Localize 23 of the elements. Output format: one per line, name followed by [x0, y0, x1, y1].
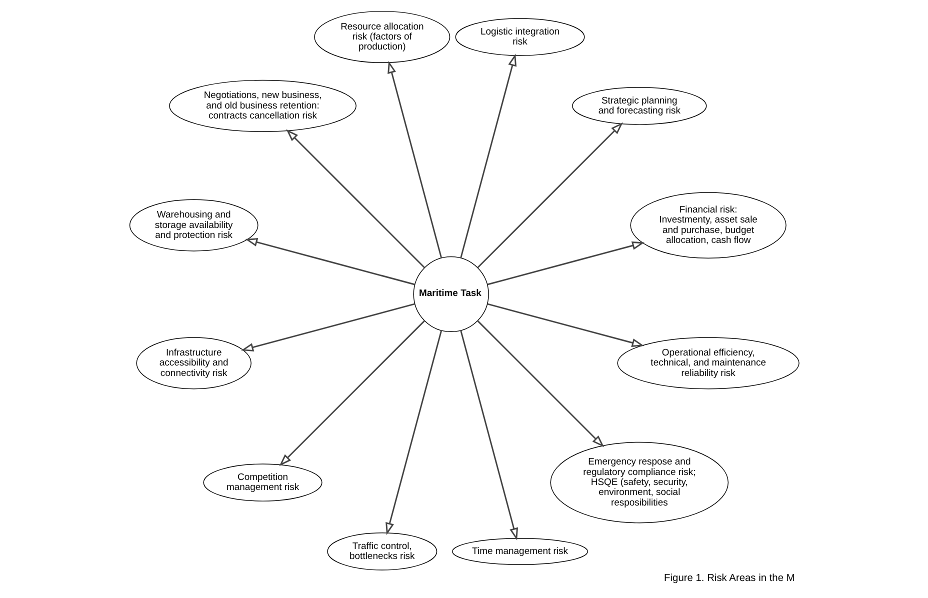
node-ellipse: Resource allocation risk (factors of production)	[314, 10, 450, 64]
arrow	[486, 241, 644, 286]
arrow	[240, 303, 414, 352]
node-ellipse: Competition management risk	[202, 464, 322, 502]
node-ellipse: Strategic planning and forecasting risk	[572, 87, 706, 125]
arrow	[385, 330, 442, 536]
arrow	[460, 54, 516, 258]
arrow	[476, 320, 604, 448]
arrow	[387, 60, 442, 258]
node-ellipse: Infrastructure accessibility and connectivity risk	[136, 337, 251, 390]
node-ellipse: Traffic control, bottlenecks risk	[326, 532, 437, 570]
arrow	[278, 320, 425, 466]
node-ellipse: Emergency respose and regulatory compliance risk; HSQE (safety, security, environment, social resposibilities	[550, 442, 728, 524]
arrow	[460, 330, 518, 540]
node-circle: Maritime Task	[412, 256, 488, 332]
node-ellipse: Logistic integration risk	[454, 18, 584, 56]
node-ellipse: Time management risk	[452, 538, 588, 565]
arrow	[486, 303, 644, 347]
arrow	[476, 122, 622, 268]
node-ellipse: Negotiations, new business, and old business retention: contracts cancellation risk	[168, 80, 356, 132]
arrow	[244, 238, 414, 286]
caption: Figure 1. Risk Areas in the M	[664, 573, 794, 584]
arrow	[286, 129, 425, 268]
